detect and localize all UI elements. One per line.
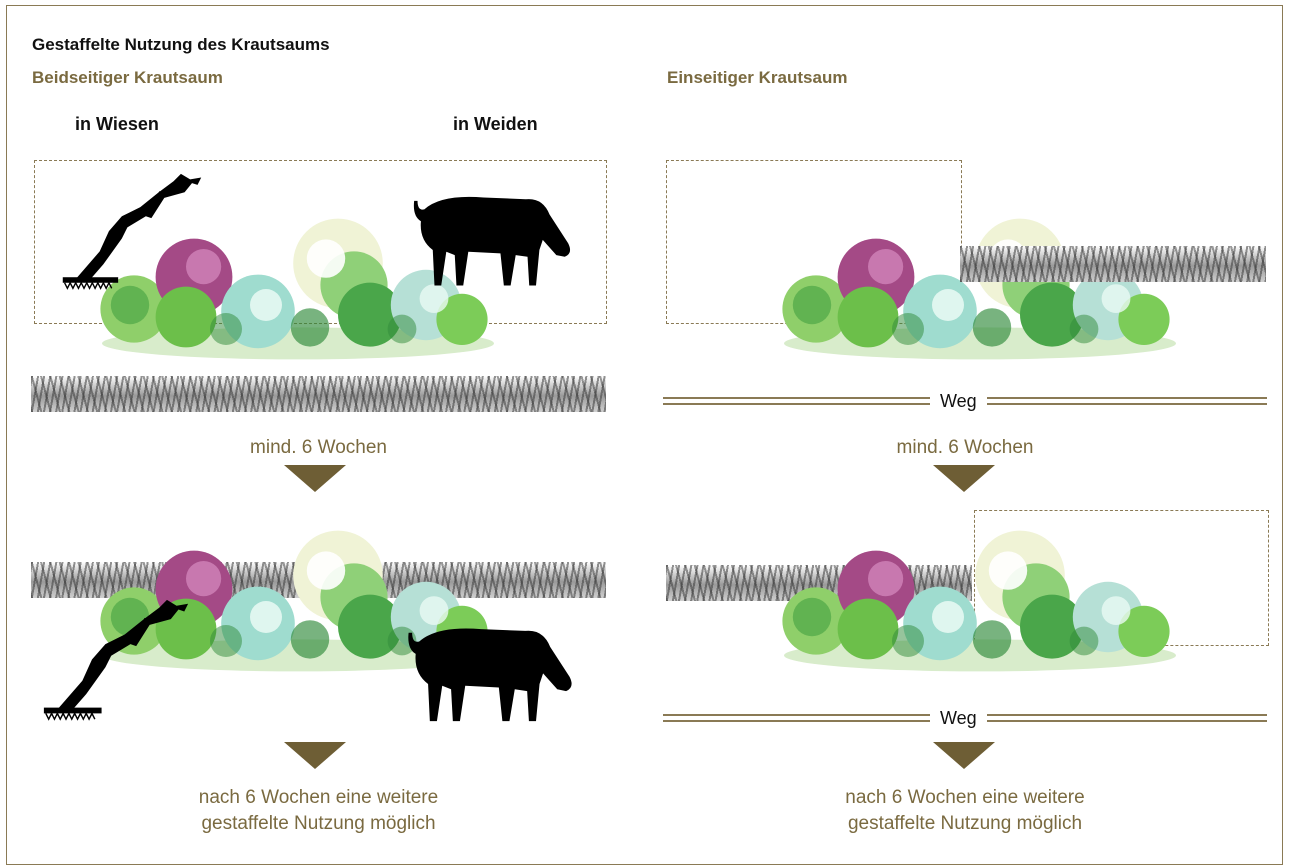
figure-title: Gestaffelte Nutzung des Krautsaums <box>32 35 330 55</box>
label-pasture: in Weiden <box>453 114 538 135</box>
after-caption-right-line2: gestaffelte Nutzung möglich <box>663 811 1267 837</box>
cow-icon <box>402 184 582 294</box>
path-label-bottom: Weg <box>930 708 987 729</box>
after-caption-right-line1: nach 6 Wochen eine weitere <box>663 785 1267 811</box>
herb-fringe-illustration <box>780 520 1180 690</box>
grass-strip <box>31 376 606 412</box>
heading-bilateral: Beidseitiger Krautsaum <box>32 68 223 88</box>
after-caption-right: nach 6 Wochen eine weitere gestaffelte N… <box>663 785 1267 837</box>
interval-caption-left: mind. 6 Wochen <box>31 435 606 461</box>
after-caption-left-line2: gestaffelte Nutzung möglich <box>31 811 606 837</box>
down-arrow-right-1 <box>933 465 995 492</box>
label-meadow: in Wiesen <box>75 114 159 135</box>
heading-unilateral: Einseitiger Krautsaum <box>667 68 847 88</box>
down-arrow-left-1 <box>284 465 346 492</box>
down-arrow-right-2 <box>933 742 995 769</box>
after-caption-left: nach 6 Wochen eine weitere gestaffelte N… <box>31 785 606 837</box>
path-label-top: Weg <box>930 391 987 412</box>
interval-caption-right: mind. 6 Wochen <box>663 435 1267 461</box>
cow-icon <box>395 615 585 730</box>
grass-strip <box>960 246 1266 282</box>
after-caption-left-line1: nach 6 Wochen eine weitere <box>31 785 606 811</box>
mower-icon <box>36 598 196 723</box>
mower-icon <box>52 172 212 292</box>
down-arrow-left-2 <box>284 742 346 769</box>
herb-fringe-illustration <box>780 208 1180 378</box>
